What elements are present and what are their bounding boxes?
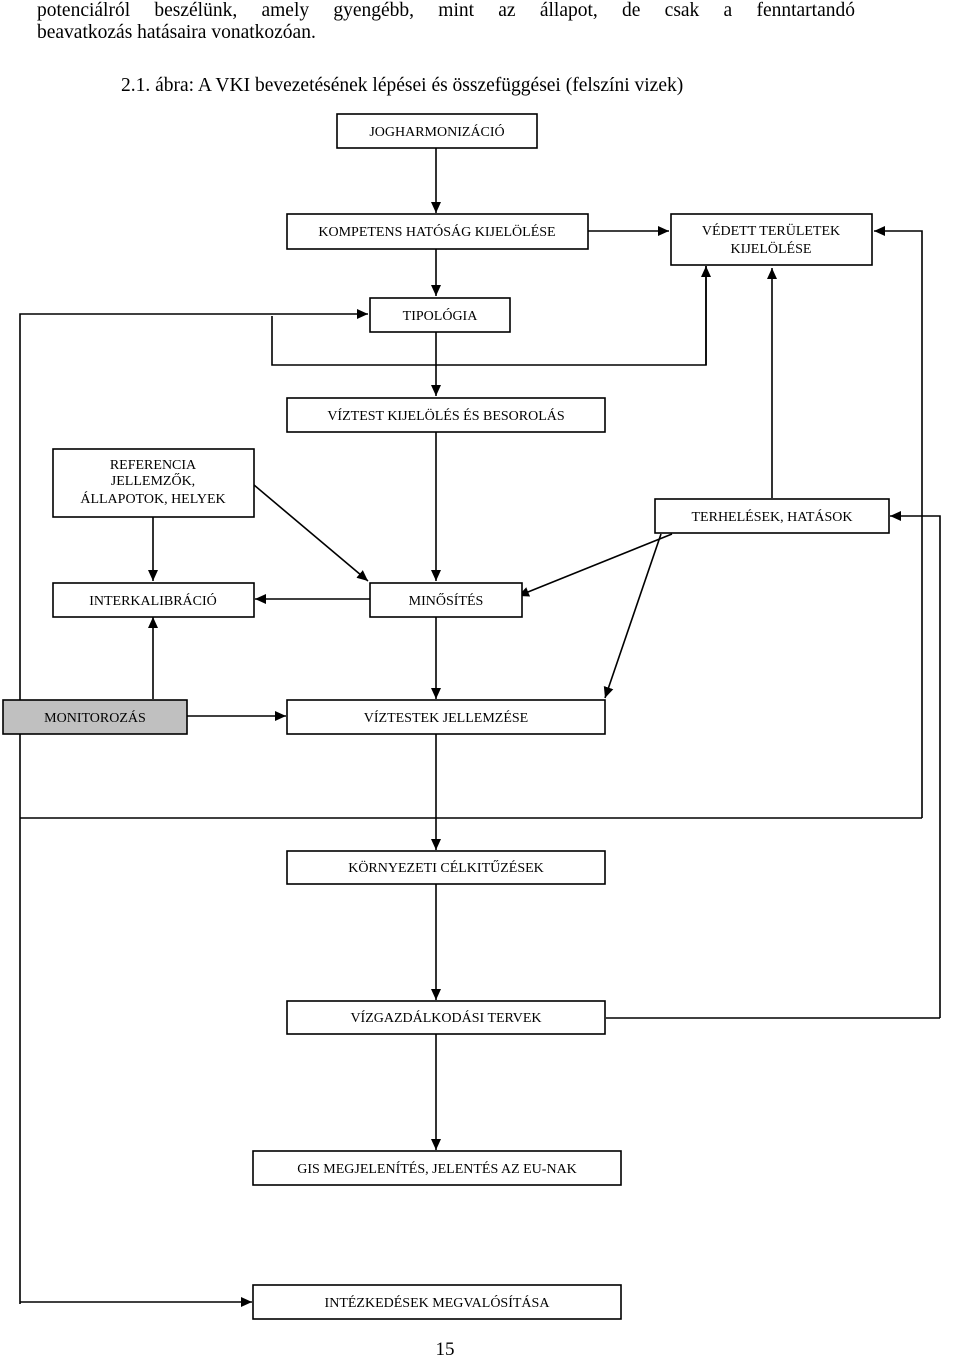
node-viztestek-jellemzese-label: VÍZTESTEK JELLEMZÉSE <box>364 709 528 726</box>
node-referencia-label-3: ÁLLAPOTOK, HELYEK <box>80 490 225 507</box>
figure-caption: 2.1. ábra: A VKI bevezetésének lépései é… <box>121 75 684 96</box>
node-minosites-label: MINŐSÍTÉS <box>409 592 484 609</box>
node-intezkedesek-label: INTÉZKEDÉSEK MEGVALÓSÍTÁSA <box>325 1294 551 1311</box>
node-terhelesek-label: TERHELÉSEK, HATÁSOK <box>692 508 853 525</box>
arrow-left-frame-tipologia <box>19 309 368 1304</box>
box-kornyezeti <box>286 850 606 885</box>
box-monitorozas <box>2 699 188 735</box>
node-kornyezeti-label: KÖRNYEZETI CÉLKITŰZÉSEK <box>348 859 544 876</box>
arrow-right-frame-vedett <box>874 226 923 818</box>
arrow-referencia-minosites <box>253 484 369 582</box>
node-interkalibracio-label: INTERKALIBRÁCIÓ <box>89 592 217 609</box>
box-jogharmonizacio <box>336 113 538 149</box>
node-referencia-label-1: REFERENCIA <box>110 458 197 473</box>
box-referencia <box>52 448 255 518</box>
node-vedett-label-1: VÉDETT TERÜLETEK <box>702 222 840 239</box>
arrow-right-frame-terhelesek <box>890 511 941 1018</box>
box-minosites <box>369 582 523 618</box>
box-vizgazdalkodasi <box>286 1000 606 1035</box>
box-viztestek-jellemzese <box>286 699 606 735</box>
box-kompetens <box>286 213 589 250</box>
node-monitorozas-label: MONITOROZÁS <box>44 709 146 726</box>
box-gis <box>252 1150 622 1186</box>
arrow-terhelesek-viztestek-jellemzese <box>603 533 662 699</box>
box-tipologia <box>369 297 511 333</box>
node-viztest-label: VÍZTEST KIJELÖLÉS ÉS BESOROLÁS <box>327 407 564 424</box>
page-number: 15 <box>435 1339 455 1360</box>
box-viztest <box>286 397 606 433</box>
intro-line-1: potenciálról beszélünk, amely gyengébb, … <box>37 0 855 21</box>
intro-paragraph: potenciálról beszélünk, amely gyengébb, … <box>37 0 855 44</box>
intro-line-2: beavatkozás hatásaira vonatkozóan. <box>37 22 316 43</box>
node-tipologia-label: TIPOLÓGIA <box>403 307 479 324</box>
node-vedett-label-2: KIJELÖLÉSE <box>731 240 812 257</box>
box-terhelesek <box>654 498 890 534</box>
box-vedett <box>670 213 873 266</box>
connectors <box>19 148 941 1307</box>
node-jogharmonizacio-label: JOGHARMONIZÁCIÓ <box>369 123 504 140</box>
node-kompetens-label: KOMPETENS HATÓSÁG KIJELÖLÉSE <box>318 223 555 240</box>
box-interkalibracio <box>52 582 255 618</box>
node-gis-label: GIS MEGJELENÍTÉS, JELENTÉS AZ EU-NAK <box>297 1160 577 1177</box>
node-vizgazdalkodasi-label: VÍZGAZDÁLKODÁSI TERVEK <box>350 1009 541 1026</box>
arrow-terhelesek-minosites <box>517 533 673 597</box>
node-referencia-label-2: JELLEMZŐK, <box>111 472 195 489</box>
box-intezkedesek <box>252 1284 622 1320</box>
